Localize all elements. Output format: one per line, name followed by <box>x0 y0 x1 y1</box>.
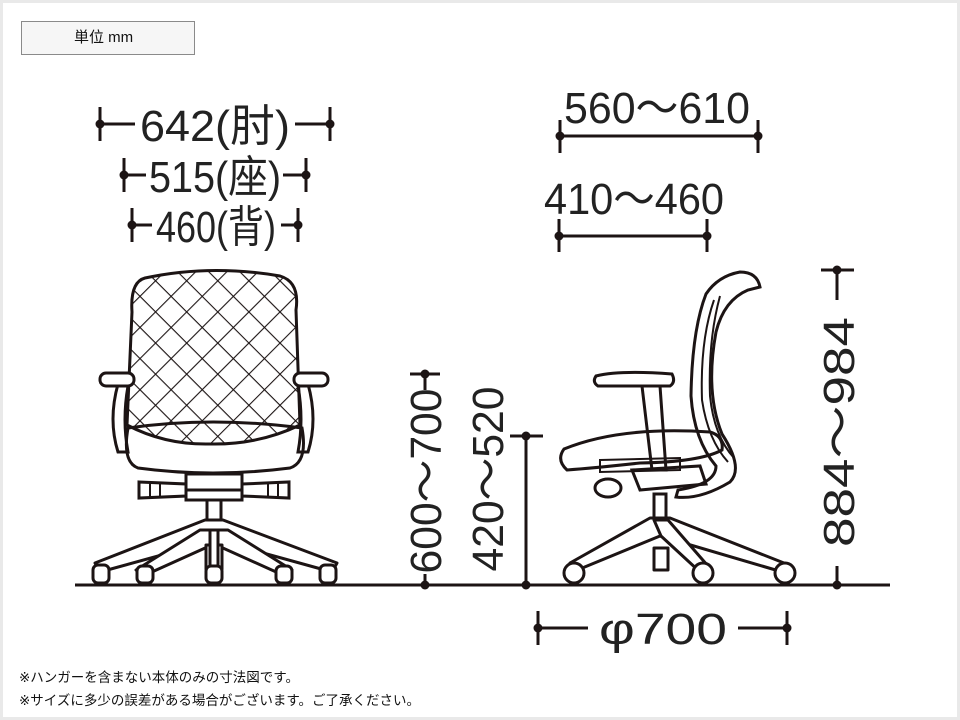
dim-depth-seat: 410〜460 <box>544 175 724 224</box>
diagram-canvas: 単位 mm <box>3 3 957 717</box>
dim-overall-height: 884〜984 <box>815 317 864 547</box>
seat-side <box>559 429 724 472</box>
chair-side-view <box>559 270 797 585</box>
casters-side <box>562 561 797 585</box>
dim-depth-overall: 560〜610 <box>564 84 750 133</box>
seat-front <box>124 420 305 475</box>
backrest-mesh <box>125 269 302 446</box>
dim-width-seat: 515(座) <box>149 153 281 202</box>
note-dimensions-body-only: ※ハンガーを含まない本体のみの寸法図です。 <box>19 670 299 685</box>
dimension-dots <box>95 119 842 633</box>
unit-label: 単位 mm <box>21 21 195 55</box>
casters-front <box>91 563 338 585</box>
star-base-side <box>568 516 786 574</box>
dim-seat-height: 420〜520 <box>464 387 513 572</box>
armrest-left <box>98 371 136 388</box>
dim-base-diameter: φ700 <box>599 605 727 654</box>
chair-front-view <box>91 269 339 585</box>
dimension-drawing: 642(肘) 515(座) 460(背) 560〜610 410〜460 600… <box>75 84 890 654</box>
dim-width-back: 460(背) <box>156 203 276 252</box>
armrest-right <box>292 371 330 388</box>
armrest-side <box>592 370 676 388</box>
dim-armrest-height: 600〜700 <box>402 389 451 574</box>
dim-width-armrest: 642(肘) <box>140 102 290 151</box>
note-size-tolerance: ※サイズに多少の誤差がある場合がございます。ご了承ください。 <box>19 693 421 708</box>
backrest-side <box>674 270 762 499</box>
